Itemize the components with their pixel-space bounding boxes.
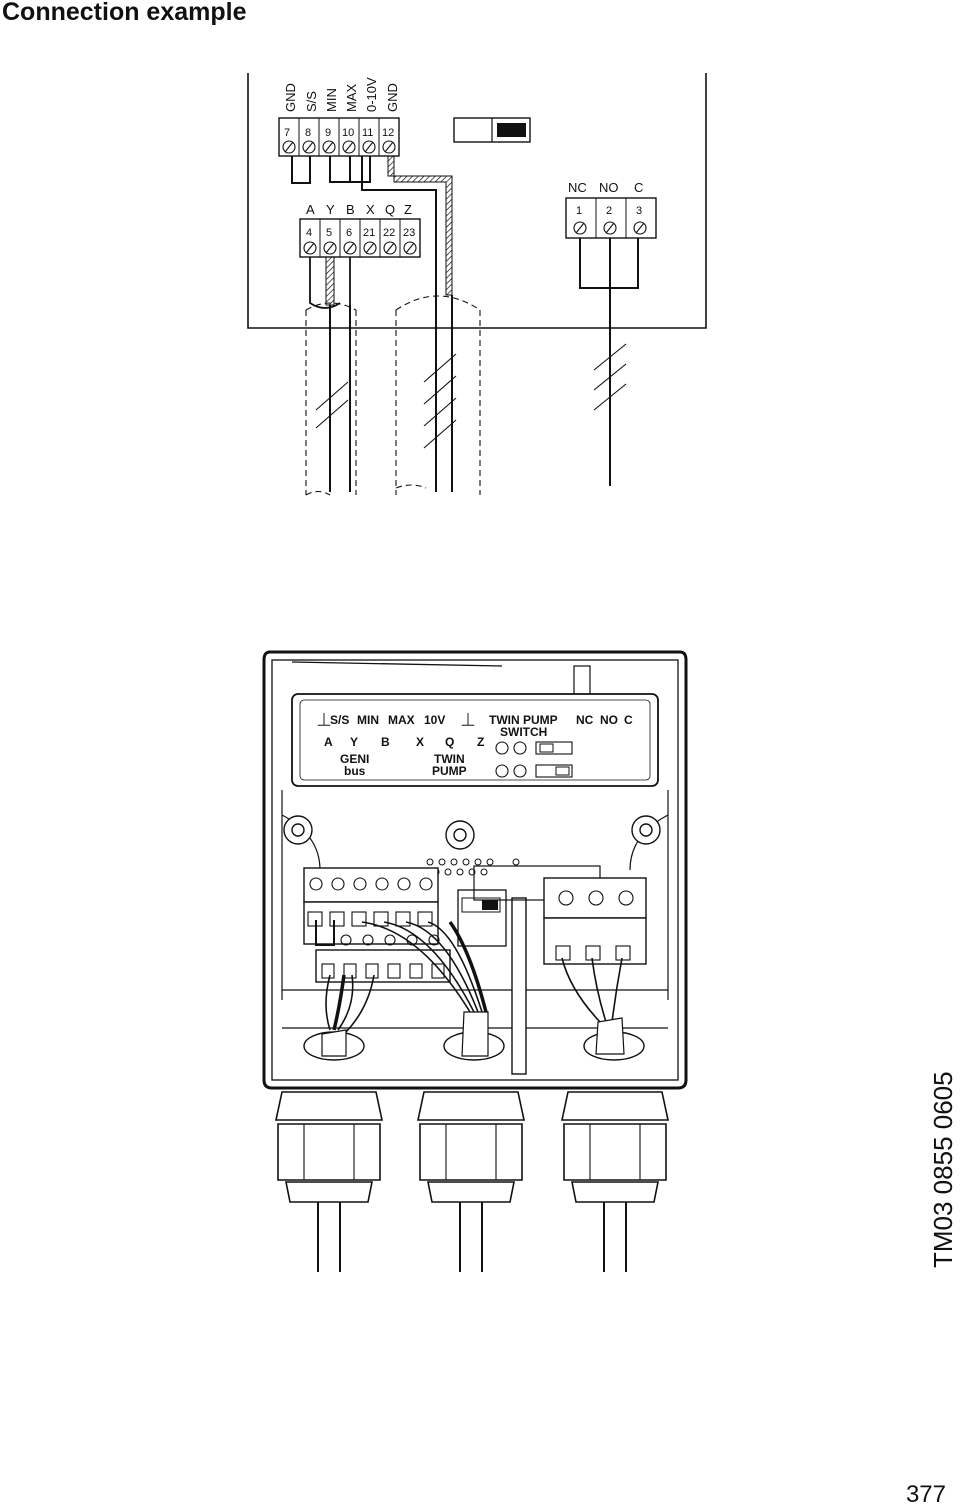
relay-label-nc: NC (568, 180, 587, 195)
jumper-7-8 (291, 156, 311, 184)
dashed-cables (305, 295, 481, 496)
terminal-label-0-10v: 0-10V (364, 77, 379, 112)
svg-text:⏊: ⏊ (461, 712, 475, 727)
bus-label-a: A (306, 202, 315, 217)
relay-number-1: 1 (576, 205, 582, 217)
module-housing (262, 650, 688, 1090)
relay-label-no: NO (599, 180, 619, 195)
cable-cut-marks (315, 353, 457, 449)
panel-label-twin-pump: TWIN PUMP (489, 713, 558, 727)
svg-text:⏊: ⏊ (317, 712, 331, 727)
panel-label-10v: 10V (424, 713, 445, 727)
bus-number-23: 23 (403, 227, 415, 239)
panel-label-q: Q (445, 735, 454, 749)
panel-label-c: C (624, 713, 633, 727)
terminal-label-gnd-2: GND (385, 83, 400, 112)
enclosure-outline (247, 73, 707, 329)
terminal-label-min: MIN (324, 88, 339, 112)
relay-number-2: 2 (606, 205, 612, 217)
bus-number-22: 22 (383, 227, 395, 239)
bus-label-b: B (346, 202, 355, 217)
relay-number-3: 3 (636, 205, 642, 217)
bus-terminal-labels: A Y B X Q Z (306, 202, 412, 217)
bus-label-y: Y (326, 202, 335, 217)
top-terminal-labels: GND S/S MIN MAX 0-10V GND (283, 77, 400, 112)
cable-screen (387, 155, 453, 296)
page-number: 377 (905, 1481, 946, 1508)
bus-screen-wire (325, 256, 335, 306)
page-title: Connection example (2, 0, 247, 26)
relay-label-c: C (634, 180, 643, 195)
panel-label-geni: GENI (340, 752, 369, 766)
panel-label-a: A (324, 735, 333, 749)
panel-label-twin: TWIN (434, 752, 465, 766)
panel-label-b: B (381, 735, 390, 749)
bus-number-4: 4 (306, 227, 312, 239)
panel-label-min: MIN (357, 713, 379, 727)
bus-number-6: 6 (346, 227, 352, 239)
bus-number-5: 5 (326, 227, 332, 239)
terminal-label-max: MAX (344, 84, 359, 113)
schematic-diagram: GND S/S MIN MAX 0-10V GND 7 8 9 10 11 12 (247, 73, 707, 496)
bus-terminal-numbers: 4 5 6 21 22 23 (306, 227, 415, 239)
bus-label-x: X (366, 202, 375, 217)
terminal-number-12: 12 (382, 127, 394, 139)
top-terminal-numbers: 7 8 9 10 11 12 (284, 127, 394, 139)
relay-terminal-labels: NC NO C (568, 180, 643, 195)
panel-label-no: NO (600, 713, 618, 727)
terminal-number-10: 10 (342, 127, 354, 139)
panel-switch-icons (495, 741, 573, 778)
panel-label-nc: NC (576, 713, 594, 727)
bus-label-q: Q (385, 202, 395, 217)
terminal-number-9: 9 (325, 127, 331, 139)
left-terminal-block (303, 867, 439, 903)
panel-label-bus: bus (344, 764, 366, 778)
label-panel (291, 693, 659, 787)
external-cables (317, 1202, 627, 1272)
bus-number-21: 21 (363, 227, 375, 239)
cable-glands (275, 1091, 669, 1203)
cable-entry-holes (303, 1031, 645, 1061)
right-terminal-block (543, 877, 647, 919)
terminal-label-gnd-1: GND (283, 83, 298, 112)
panel-label-max: MAX (388, 713, 415, 727)
terminal-number-7: 7 (284, 127, 290, 139)
terminal-number-8: 8 (305, 127, 311, 139)
panel-label-y: Y (350, 735, 358, 749)
relay-terminal-numbers: 1 2 3 (576, 205, 642, 217)
panel-label-pump: PUMP (432, 764, 467, 778)
panel-label-ss: S/S (330, 713, 349, 727)
panel-label-z: Z (477, 735, 484, 749)
bus-label-z: Z (404, 202, 412, 217)
panel-label-switch: SWITCH (500, 725, 547, 739)
mounting-screws (283, 815, 661, 850)
panel-label-x: X (416, 735, 424, 749)
drawing-code: TM03 0855 0605 (928, 1071, 958, 1268)
terminal-label-ss: S/S (304, 91, 319, 112)
terminal-number-11: 11 (362, 127, 373, 139)
